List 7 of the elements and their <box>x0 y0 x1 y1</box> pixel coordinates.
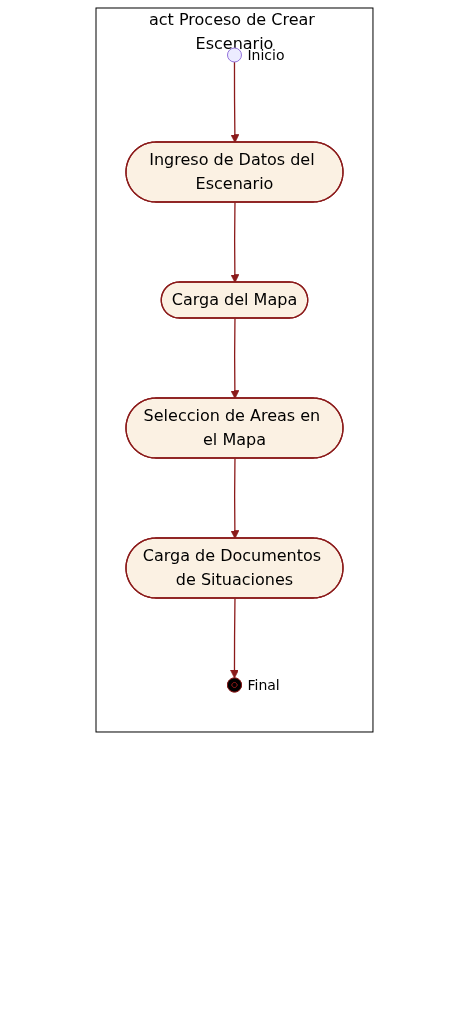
node-circle <box>226 47 242 63</box>
node-caption: Final <box>247 677 280 693</box>
arrow <box>230 317 239 399</box>
arrow <box>229 597 239 679</box>
arrow <box>230 61 239 143</box>
arrow <box>230 201 239 283</box>
arrow <box>230 457 239 539</box>
